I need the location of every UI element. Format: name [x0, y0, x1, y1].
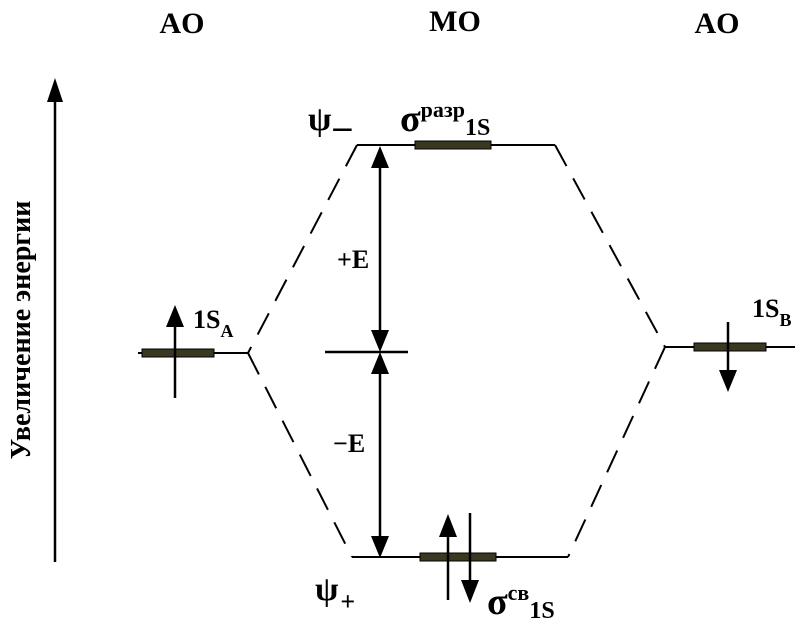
- energy-split-arrows: [325, 146, 408, 558]
- correlation-line-left-upper: [247, 144, 358, 354]
- plus-e-arrow-down-icon: [371, 330, 389, 352]
- minus-e-arrow-down-icon: [371, 536, 389, 558]
- minus-e-label: −E: [333, 429, 365, 458]
- left-ao-label: 1SA: [193, 305, 233, 341]
- antibonding-mo-level: [357, 140, 555, 150]
- correlation-line-left-lower: [247, 352, 353, 558]
- bonding-electron-down-icon: [461, 513, 479, 603]
- bonding-mo-level: [352, 552, 568, 562]
- header-ao-right: AO: [695, 7, 740, 40]
- energy-axis-label: Увеличение энергии: [6, 201, 37, 460]
- antibonding-sigma-label: σразр1S: [400, 97, 490, 141]
- energy-axis: [47, 78, 63, 562]
- left-ao-level: [138, 348, 248, 358]
- correlation-lines: [247, 144, 666, 558]
- plus-e-arrow-up-icon: [371, 146, 389, 168]
- minus-e-arrow-up-icon: [371, 352, 389, 374]
- right-ao-electron-down-icon: [719, 322, 737, 392]
- right-ao-level: [665, 342, 795, 352]
- right-ao-label: 1SB: [752, 294, 791, 330]
- bonding-sigma-label: σсв1S: [487, 580, 555, 624]
- bonding-electron-up-icon: [439, 514, 457, 600]
- energy-axis-arrow-icon: [47, 78, 63, 102]
- correlation-line-right-lower: [567, 346, 666, 558]
- bonding-psi-label: ψ+: [315, 571, 355, 616]
- left-ao-electron-up-icon: [166, 305, 184, 398]
- correlation-line-right-upper: [554, 144, 666, 348]
- header-ao-left: AO: [160, 7, 205, 40]
- plus-e-label: +E: [337, 245, 369, 274]
- header-mo: MO: [429, 5, 481, 38]
- antibonding-psi-label: ψ–: [308, 101, 352, 146]
